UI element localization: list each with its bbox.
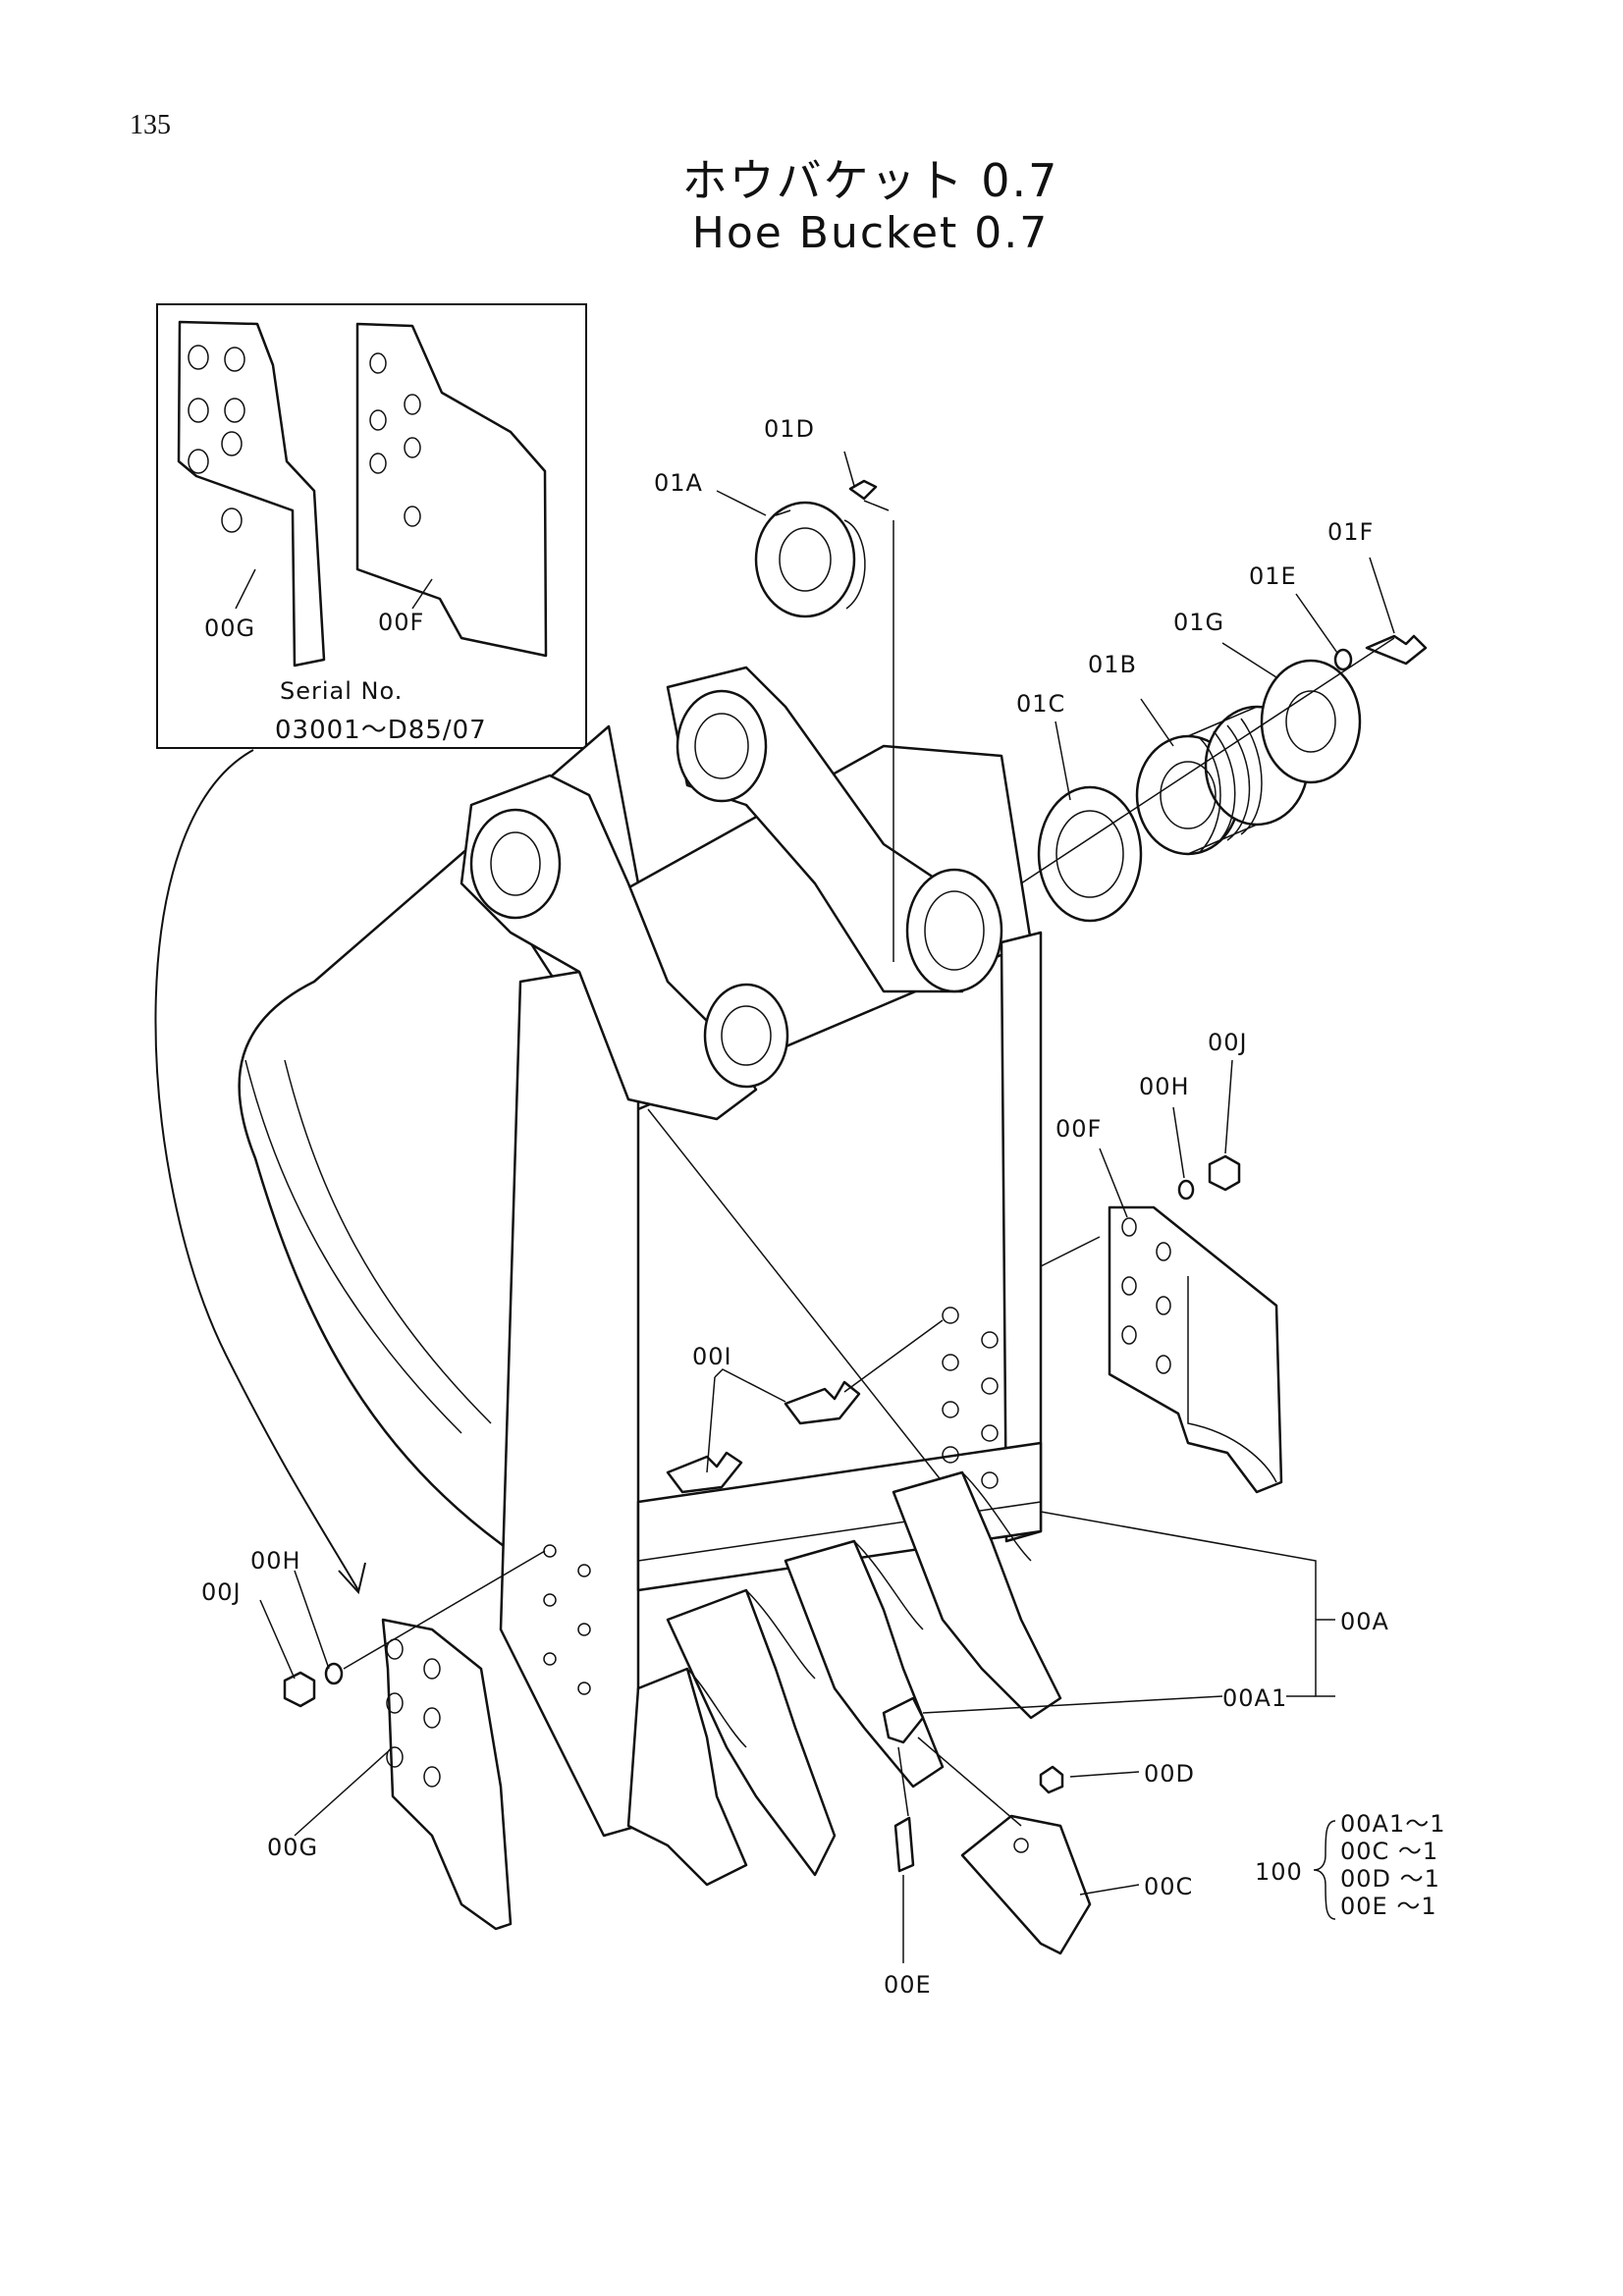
part-01a-bushing <box>754 501 856 618</box>
part-00d-lock <box>1039 1765 1064 1794</box>
part-01g-plate <box>1260 659 1362 784</box>
inset-frame <box>156 303 587 749</box>
bucket-left-side-plate <box>499 970 640 1838</box>
kit-item-3: 00D ～1 <box>1340 1865 1440 1893</box>
part-01d-pin <box>848 479 878 501</box>
boss-left-upper <box>469 808 562 920</box>
callout-01e: 01E <box>1249 562 1297 590</box>
side-plate-holes <box>543 1307 999 1695</box>
part-01c-shim <box>1037 785 1143 923</box>
inset-label-00f: 00F <box>378 609 424 636</box>
inset-leader-arrow <box>338 1562 366 1595</box>
inset-side-cutter-00g <box>177 320 326 667</box>
inset-serial-range: 03001～D85/07 <box>275 716 487 745</box>
callout-labels: 01D 01A 01F 01E 01G 01B 01C 00J 00H 00F … <box>201 415 1389 1999</box>
callout-01c: 01C <box>1016 690 1065 718</box>
side-cutter-left <box>381 1618 513 1931</box>
callout-01b: 01B <box>1088 651 1137 678</box>
kit-brace <box>1313 1820 1336 1920</box>
nut-washer-left <box>283 1550 546 1708</box>
callout-00j-left: 00J <box>201 1578 242 1606</box>
inset-label-00g: 00G <box>204 614 255 642</box>
part-01e-washer <box>1333 648 1353 671</box>
part-00a1-adapter <box>882 1696 925 1744</box>
inset-00f-holes <box>369 352 421 527</box>
callout-00h-right: 00H <box>1139 1073 1190 1100</box>
bucket-teeth <box>626 1470 1062 1887</box>
callout-00f-right: 00F <box>1055 1115 1102 1143</box>
side-cutter-right <box>1108 1205 1283 1494</box>
kit-item-2: 00C ～1 <box>1340 1838 1438 1865</box>
callout-00e: 00E <box>884 1971 932 1999</box>
part-00e-pin <box>893 1816 915 1873</box>
nut-washer-right <box>1177 1154 1241 1201</box>
inset-00g-holes <box>188 345 245 533</box>
boss-right-upper <box>676 689 768 803</box>
inset-leader-curve <box>154 749 359 1591</box>
inset-side-cutter-00f <box>355 322 548 658</box>
kit-qty: 100 <box>1255 1858 1303 1886</box>
tooth-2 <box>666 1588 837 1877</box>
callout-00i: 00I <box>692 1343 732 1370</box>
title-english: Hoe Bucket 0.7 <box>691 208 1050 258</box>
callout-01a: 01A <box>654 469 703 497</box>
callout-00a1: 00A1 <box>1222 1684 1287 1712</box>
part-01f-bolt <box>1365 634 1428 666</box>
callout-00h-left: 00H <box>250 1547 301 1575</box>
tooth-3 <box>784 1539 945 1789</box>
boss-left-lower <box>703 983 789 1089</box>
part-00c-tooth <box>960 1814 1092 1955</box>
boss-right-lower <box>905 868 1003 993</box>
bucket-bracket <box>460 666 1003 1121</box>
callout-00c: 00C <box>1144 1873 1193 1900</box>
inset-panel: 00G 00F Serial No. 03001～D85/07 <box>156 303 587 749</box>
kit-note: 100 00A1～1 00C ～1 00D ～1 00E ～1 <box>1255 1810 1446 1920</box>
callout-01f: 01F <box>1327 518 1374 546</box>
leader-lines <box>259 451 1395 1963</box>
pin-parts <box>754 479 1428 962</box>
kit-item-4: 00E ～1 <box>1340 1893 1437 1920</box>
callout-00a: 00A <box>1340 1608 1389 1635</box>
callout-00j-right: 00J <box>1208 1029 1248 1056</box>
callout-01g: 01G <box>1173 609 1224 636</box>
tooth-1 <box>626 1667 748 1887</box>
tooth-4 <box>892 1470 1062 1720</box>
callout-01d: 01D <box>764 415 815 443</box>
callout-00d: 00D <box>1144 1760 1195 1788</box>
kit-item-1: 00A1～1 <box>1340 1810 1446 1838</box>
callout-00g-left: 00G <box>267 1834 318 1861</box>
inset-serial-label: Serial No. <box>280 677 403 705</box>
page-number: 135 <box>130 110 171 140</box>
title-japanese: ホウバケット 0.7 <box>681 154 1059 207</box>
